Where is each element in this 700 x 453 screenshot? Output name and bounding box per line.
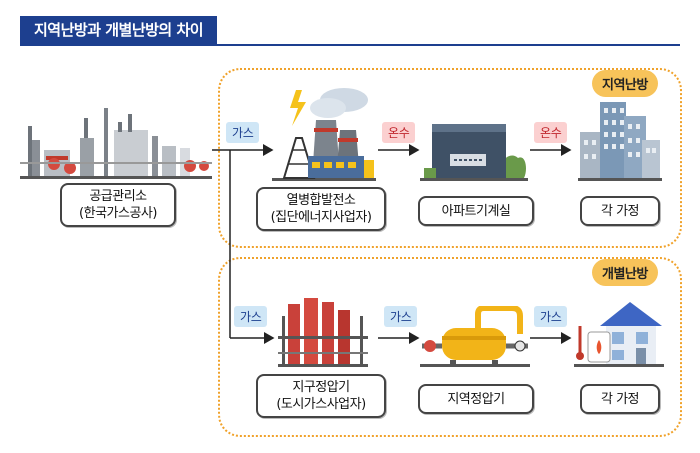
district-heating-label: 지역난방 [592,70,658,97]
page-title: 지역난방과 개별난방의 차이 [20,16,218,44]
chp-plant-name: 열병합발전소 [286,193,356,208]
gas-tag-individual-1: 가스 [234,306,268,327]
machine-room-box: 아파트기계실 [418,196,534,226]
house-illustration [574,302,664,367]
district-regulator-name: 지구정압기 [292,380,350,395]
chp-plant-box: 열병합발전소 (집단에너지사업자) [256,187,386,231]
district-regulator-org: (도시가스사업자) [276,397,366,412]
gas-tag-individual-2: 가스 [384,306,418,327]
individual-heating-region [218,257,682,437]
local-regulator-name: 지역정압기 [447,391,505,407]
gas-tag-individual-3: 가스 [534,306,568,327]
individual-home-name: 각 가정 [600,391,640,407]
machine-room-illustration [420,124,528,181]
machine-room-name: 아파트기계실 [441,203,511,219]
gas-tag-district: 가스 [226,122,260,143]
apartment-buildings-illustration [578,102,662,181]
individual-heating-label: 개별난방 [592,259,658,286]
individual-home-box: 각 가정 [580,384,660,414]
district-regulator-illustration [278,298,368,367]
hotwater-tag-1: 온수 [382,122,416,143]
district-regulator-box: 지구정압기 (도시가스사업자) [256,374,386,418]
district-home-box: 각 가정 [580,196,660,226]
district-home-name: 각 가정 [600,203,640,219]
supplier-name: 공급관리소 [89,189,147,204]
chp-plant-org: (집단에너지사업자) [270,210,372,225]
supply-facility-illustration [20,108,212,179]
supplier-org: (한국가스공사) [79,206,157,221]
supplier-box: 공급관리소 (한국가스공사) [60,183,176,227]
district-heating-region [218,68,682,248]
title-underline [20,44,680,46]
chp-plant-illustration [272,88,376,181]
local-regulator-box: 지역정압기 [418,384,534,414]
local-regulator-illustration [420,306,530,367]
hotwater-tag-2: 온수 [534,122,568,143]
